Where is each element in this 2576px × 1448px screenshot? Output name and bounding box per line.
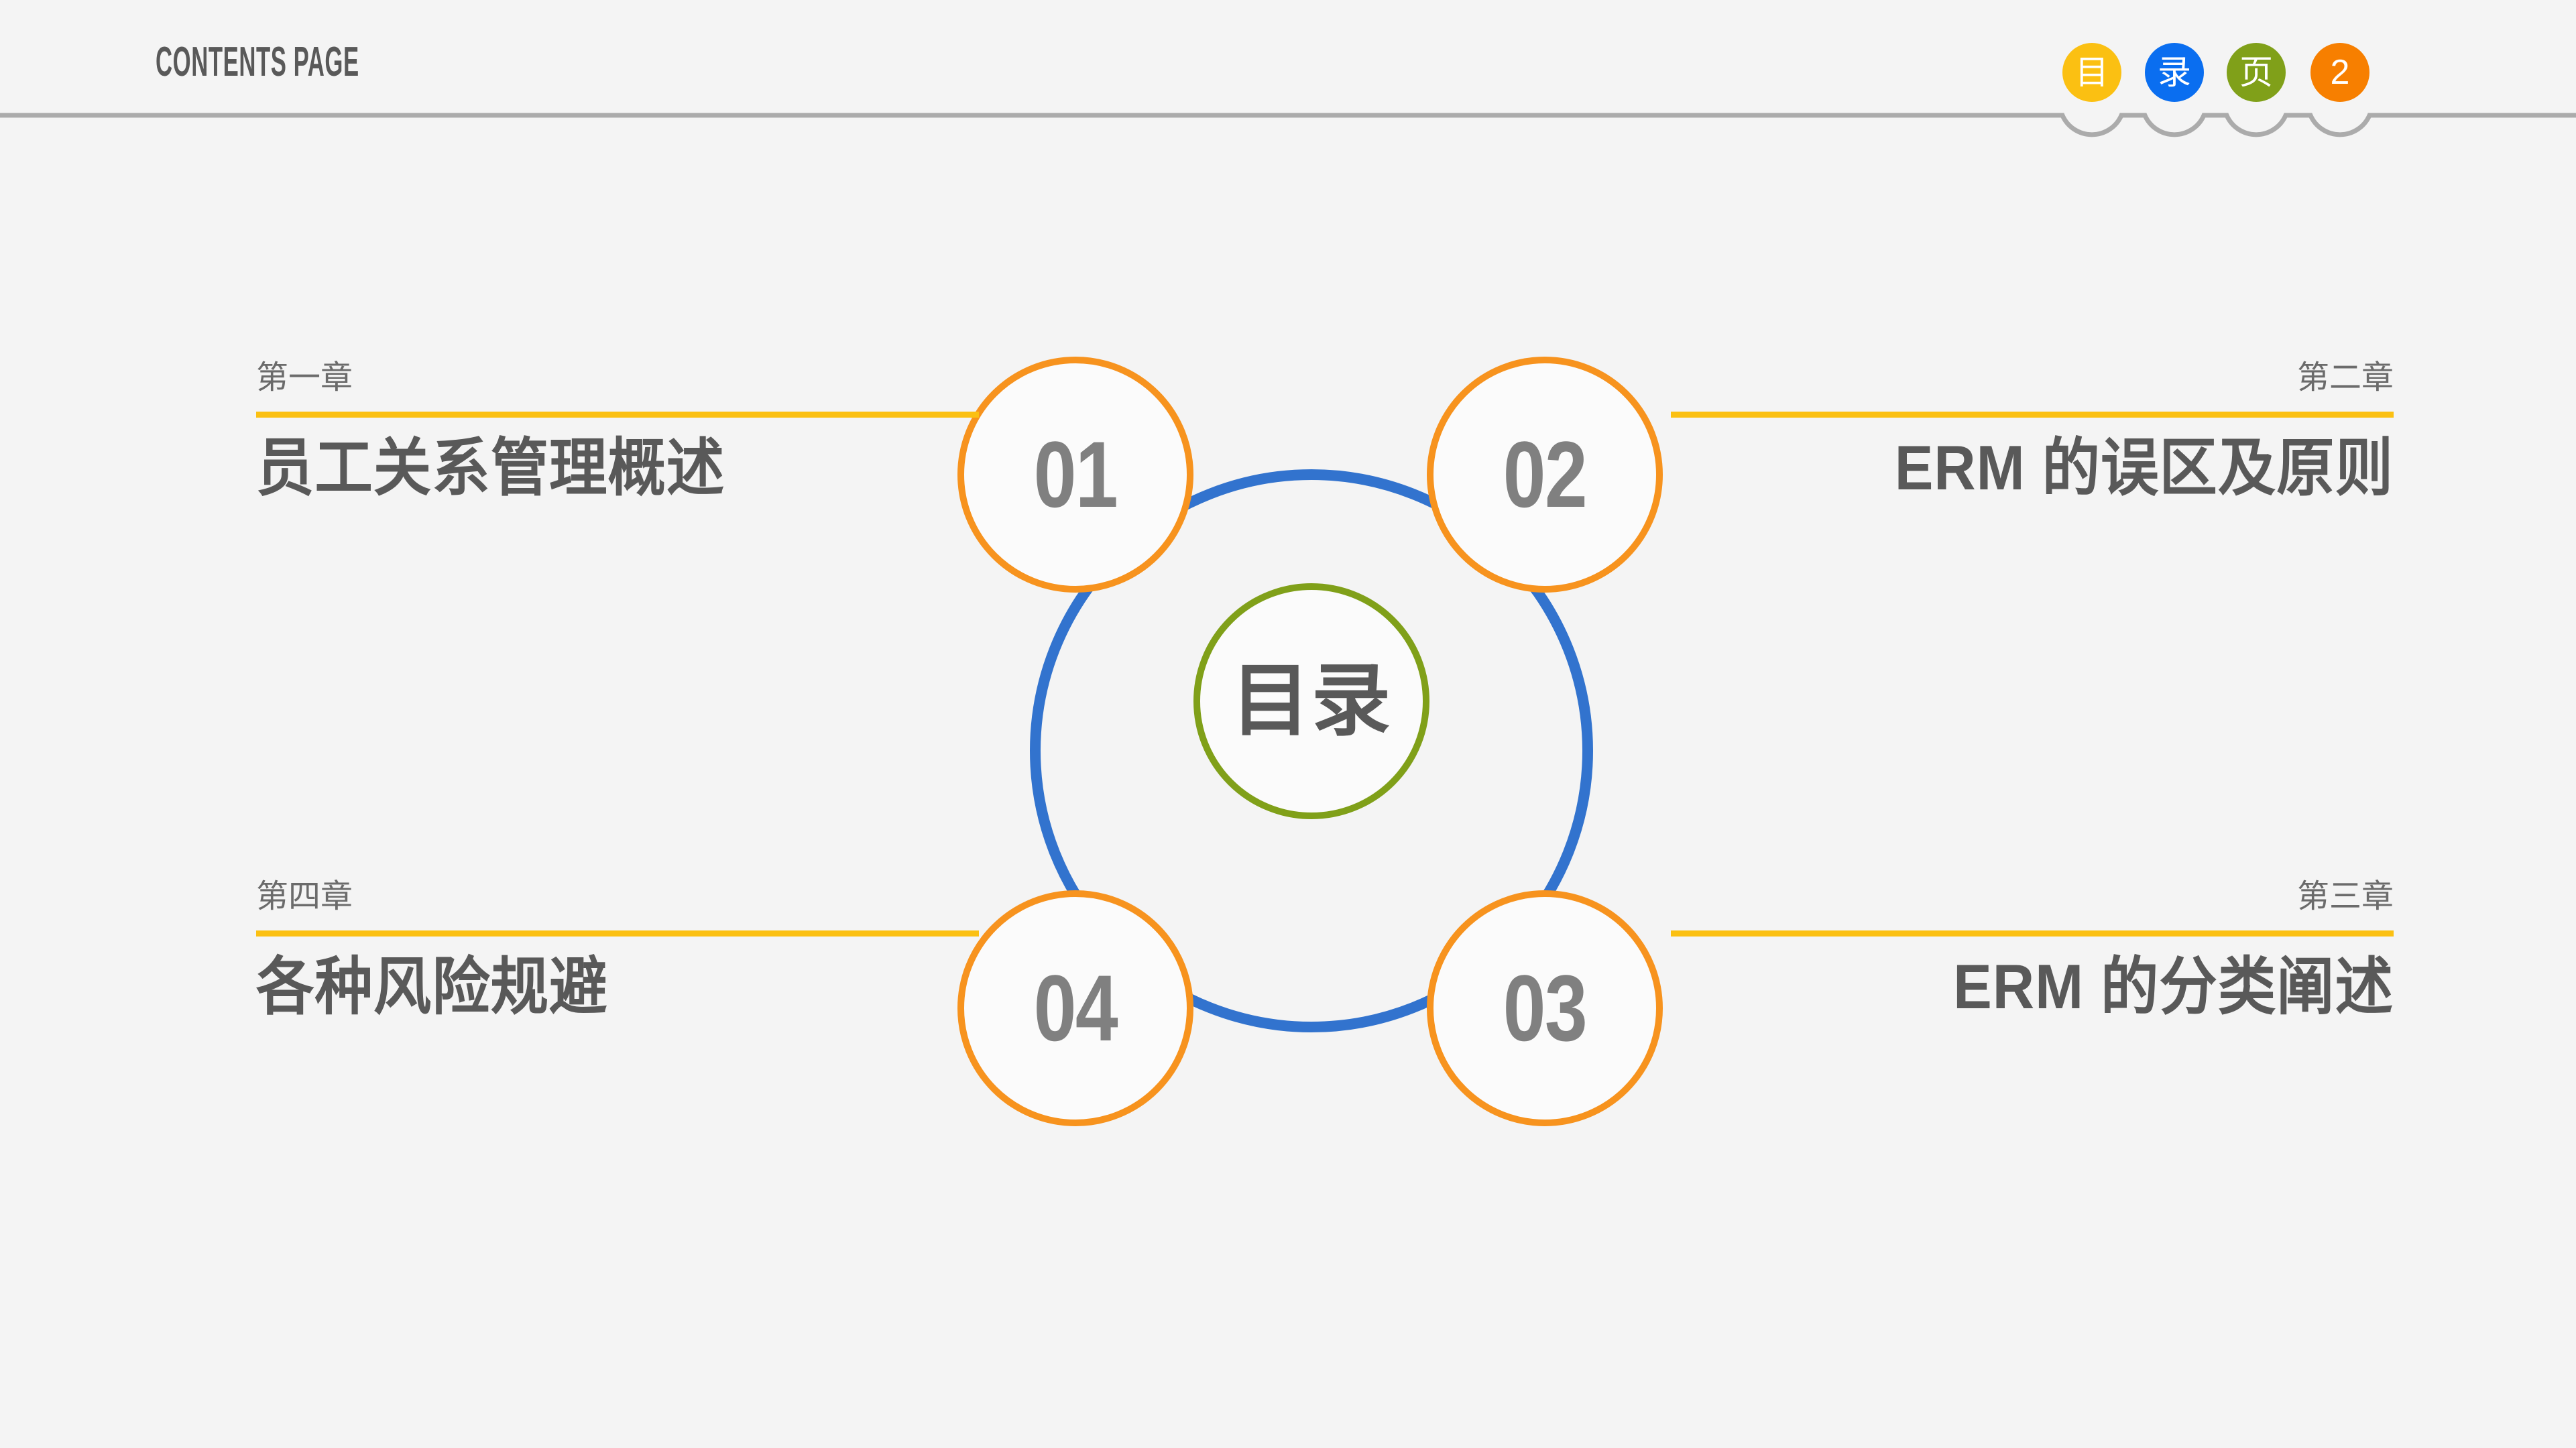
chapter-eyebrow: 第四章 (256, 879, 353, 914)
badge-ye-icon[interactable]: 页 (2227, 43, 2286, 102)
chapter-title: 员工关系管理概述 (256, 432, 725, 503)
blue-ring-circle (1030, 469, 1593, 1032)
chapter-block-3[interactable]: 第三章 ERM 的分类阐述 (1671, 881, 2394, 1020)
node-label: 02 (1503, 422, 1588, 527)
chapter-title: ERM 的误区及原则 (1894, 432, 2394, 503)
chapter-eyebrow: 第一章 (256, 360, 353, 396)
page-title: CONTENTS PAGE (156, 39, 359, 85)
contents-wheel-diagram: 01 02 03 04 目录 (925, 335, 1703, 1166)
chapter-title: ERM 的分类阐述 (1953, 951, 2394, 1022)
chapter-block-1[interactable]: 第一章 员工关系管理概述 (256, 362, 979, 501)
badge-label: 页 (2239, 54, 2273, 91)
badge-lu-icon[interactable]: 录 (2145, 43, 2204, 102)
chapter-eyebrow: 第二章 (2296, 360, 2394, 396)
badge-mu-icon[interactable]: 目 (2062, 43, 2121, 102)
chapter-accent-rule (256, 412, 979, 418)
node-02[interactable]: 02 (1427, 357, 1663, 593)
center-node-contents: 目录 (1193, 583, 1429, 819)
node-label: 03 (1503, 955, 1588, 1061)
chapter-block-4[interactable]: 第四章 各种风险规避 (256, 881, 979, 1020)
chapter-accent-rule (256, 930, 979, 937)
chapter-title: 各种风险规避 (256, 951, 608, 1022)
center-node-label: 目录 (1230, 657, 1392, 745)
chapter-block-2[interactable]: 第二章 ERM 的误区及原则 (1671, 362, 2394, 501)
chapter-accent-rule (1671, 412, 2394, 418)
chapter-eyebrow: 第三章 (2296, 879, 2394, 914)
chapter-accent-rule (1671, 930, 2394, 937)
badge-label: 目 (2075, 54, 2109, 91)
node-01[interactable]: 01 (957, 357, 1193, 593)
node-04[interactable]: 04 (957, 890, 1193, 1126)
badge-page-number[interactable]: 2 (2310, 43, 2369, 102)
badge-label: 录 (2158, 54, 2191, 91)
node-label: 04 (1033, 955, 1118, 1061)
node-03[interactable]: 03 (1427, 890, 1663, 1126)
node-label: 01 (1033, 422, 1118, 527)
badge-label: 2 (2330, 53, 2350, 92)
